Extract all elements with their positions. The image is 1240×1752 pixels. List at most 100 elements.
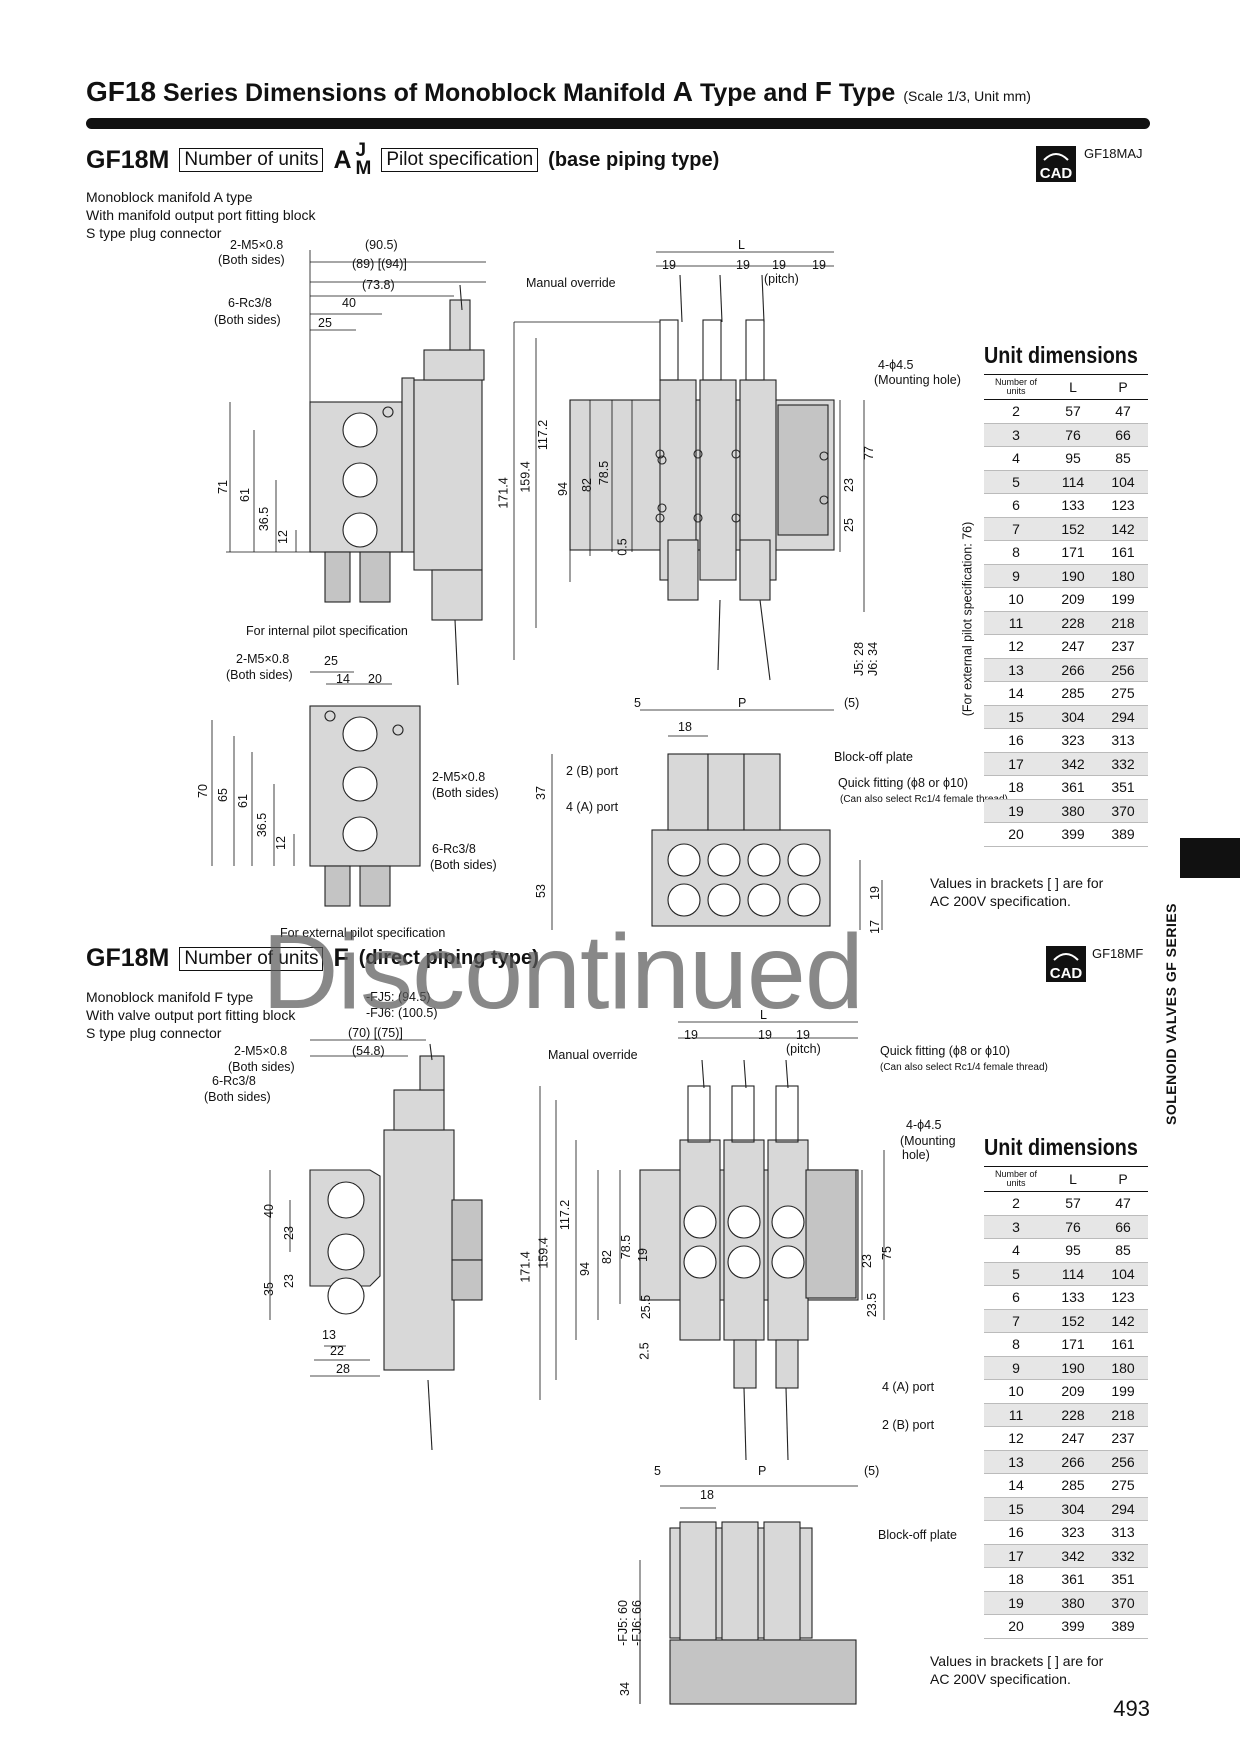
- cell-P: 199: [1098, 1379, 1148, 1404]
- cell-P: 313: [1098, 1520, 1148, 1545]
- cell-L: 323: [1048, 728, 1098, 753]
- dim-5: 5: [634, 696, 641, 710]
- cell-units: 5: [984, 470, 1048, 494]
- cell-L: 304: [1048, 1497, 1098, 1521]
- dim-75: 75: [879, 1246, 894, 1260]
- cell-P: 85: [1098, 1238, 1148, 1263]
- cell-P: 161: [1098, 540, 1148, 565]
- col-units: Number of units: [984, 374, 1048, 400]
- cell-L: 361: [1048, 1567, 1098, 1592]
- dim-23: 23: [281, 1226, 296, 1240]
- cell-P: 237: [1098, 634, 1148, 659]
- cell-P: 237: [1098, 1426, 1148, 1451]
- col-L: L: [1048, 1166, 1098, 1192]
- cell-L: 190: [1048, 1356, 1098, 1380]
- cad-icon[interactable]: CAD: [1046, 946, 1086, 982]
- title-rule: [86, 118, 1150, 129]
- cell-L: 95: [1048, 1238, 1098, 1263]
- dim-rc: 6-Rc3/8: [228, 296, 272, 310]
- dim-28: 28: [336, 1362, 350, 1376]
- dim-both-sides: (Both sides): [204, 1090, 271, 1104]
- scale-note: (Scale 1/3, Unit mm): [903, 88, 1031, 104]
- cell-units: 20: [984, 1614, 1048, 1639]
- dim-14: 14: [336, 672, 350, 686]
- cell-L: 228: [1048, 611, 1098, 635]
- dim-13: 13: [322, 1328, 336, 1342]
- cell-units: 18: [984, 1567, 1048, 1592]
- dim-18: 18: [678, 720, 692, 734]
- cad-model-label: GF18MF: [1092, 946, 1144, 961]
- dim-54-8: (54.8): [352, 1044, 385, 1058]
- dim-L: L: [738, 238, 745, 252]
- dim-fj5: -FJ5: (94.5): [366, 990, 431, 1004]
- cell-L: 380: [1048, 799, 1098, 823]
- dim-159-4: 159.4: [536, 1237, 551, 1269]
- cell-P: 370: [1098, 799, 1148, 823]
- side-tab: [1180, 838, 1240, 878]
- dim-20: 20: [368, 672, 382, 686]
- port-a-label: 4 (A) port: [566, 800, 619, 814]
- dim-mounting-hole: hole): [902, 1148, 930, 1162]
- dim-19: 19: [662, 258, 676, 272]
- port-a-label: 4 (A) port: [882, 1380, 935, 1394]
- cell-P: 351: [1098, 775, 1148, 800]
- dim-pitch: (pitch): [786, 1042, 821, 1056]
- cell-P: 294: [1098, 705, 1148, 729]
- cell-units: 13: [984, 658, 1048, 682]
- cell-L: 285: [1048, 1473, 1098, 1498]
- cell-P: 104: [1098, 470, 1148, 494]
- dim-23: 23: [859, 1254, 874, 1268]
- dim-89: (89) [(94)]: [352, 257, 407, 271]
- bracket-note: Values in brackets [ ] are for AC 200V s…: [930, 875, 1104, 909]
- dim-19: 19: [635, 1248, 650, 1262]
- col-P: P: [1098, 1166, 1148, 1192]
- cell-units: 8: [984, 540, 1048, 565]
- dim-25: 25: [318, 316, 332, 330]
- unit-dimensions-title: Unit dimensions: [984, 1134, 1138, 1160]
- cell-units: 7: [984, 517, 1048, 541]
- dim-117-2: 117.2: [558, 1199, 573, 1231]
- cell-units: 6: [984, 1285, 1048, 1310]
- cell-L: 57: [1048, 1191, 1098, 1216]
- cell-P: 351: [1098, 1567, 1148, 1592]
- port-b-label: 2 (B) port: [566, 764, 619, 778]
- cad-icon[interactable]: CAD: [1036, 146, 1076, 182]
- cell-P: 294: [1098, 1497, 1148, 1521]
- dim-P: P: [758, 1464, 767, 1478]
- block-off-plate-label: Block-off plate: [834, 750, 913, 764]
- dim-2-5: 2.5: [637, 1342, 652, 1360]
- cell-L: 76: [1048, 1215, 1098, 1239]
- cell-P: 85: [1098, 446, 1148, 471]
- cell-L: 342: [1048, 1544, 1098, 1568]
- cell-units: 19: [984, 1591, 1048, 1615]
- cell-units: 11: [984, 611, 1048, 635]
- dim-35: 35: [261, 1282, 276, 1296]
- cell-units: 16: [984, 728, 1048, 753]
- dim-78-5: 78.5: [619, 1234, 634, 1260]
- dim-171-4: 171.4: [518, 1251, 533, 1283]
- cell-L: 76: [1048, 423, 1098, 447]
- dim-both-sides: (Both sides): [218, 253, 285, 267]
- cell-L: 247: [1048, 1426, 1098, 1451]
- discontinued-watermark: Discontinued: [262, 913, 864, 1031]
- cell-L: 152: [1048, 517, 1098, 541]
- port-b-label: 2 (B) port: [882, 1418, 935, 1432]
- cell-units: 17: [984, 1544, 1048, 1568]
- cell-P: 180: [1098, 1356, 1148, 1380]
- svg-text:CAD: CAD: [1040, 165, 1073, 182]
